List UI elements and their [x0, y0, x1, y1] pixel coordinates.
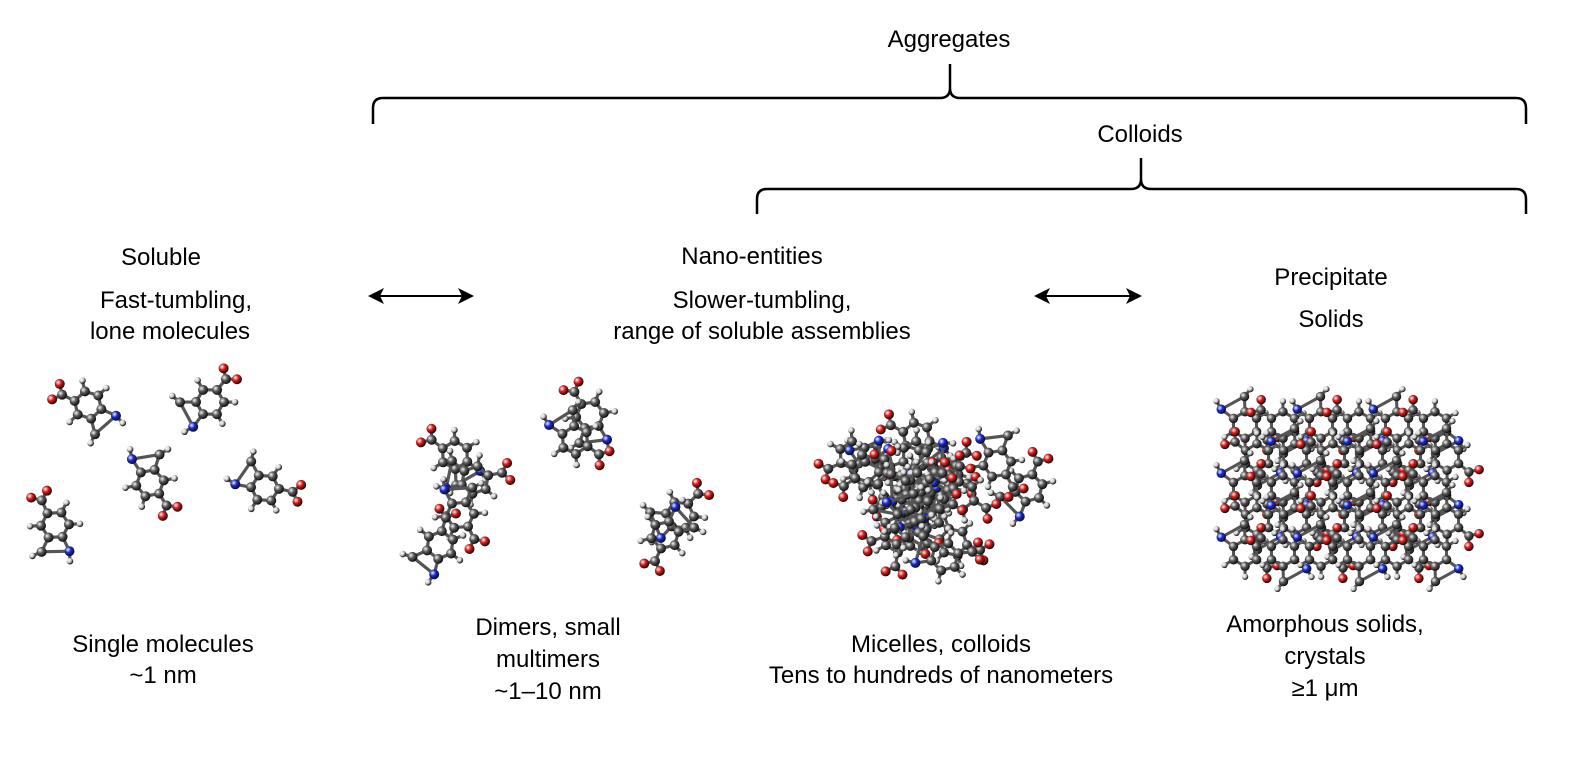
molecule-icon [122, 445, 183, 521]
solids-caption-line1: Amorphous solids, [1226, 611, 1424, 638]
molecule-icon [1246, 522, 1315, 593]
aggregates-bracket [371, 64, 1528, 124]
molecule-illustrations [26, 363, 1484, 593]
aggregates-label: Aggregates [887, 26, 1011, 53]
molecule-icon [969, 425, 1029, 502]
soluble-desc-line2: lone molecules [89, 318, 251, 345]
colloids-label: Colloids [1097, 121, 1183, 148]
molecule-icon [47, 377, 127, 447]
solids-caption-line2: crystals [1284, 643, 1366, 670]
molecule-icon [1398, 522, 1467, 593]
molecule-icon [540, 398, 615, 471]
molecule-icon [1415, 481, 1484, 552]
micelles-caption-line2: Tens to hundreds of nanometers [768, 662, 1114, 689]
dimers-caption-line2: multimers [495, 646, 601, 673]
nano-desc-line2: range of soluble assemblies [613, 318, 911, 345]
nano-title: Nano-entities [681, 243, 823, 270]
molecule-icon [879, 457, 958, 516]
molecule-icon [637, 496, 707, 576]
molecule-icon [1398, 394, 1467, 465]
equilibrium-arrow-icon [368, 288, 474, 304]
single-caption-line2: ~1 nm [129, 662, 197, 689]
molecule-icon [1213, 513, 1282, 584]
soluble-desc-line1: Fast-tumbling, [99, 287, 253, 314]
molecule-icon [558, 376, 619, 453]
molecule-icon [987, 446, 1057, 528]
solids-caption-line3: ≥1 μm [1291, 675, 1359, 702]
single-caption-line1: Single molecules [72, 631, 254, 658]
dimers-caption-line3: ~1–10 nm [494, 678, 602, 705]
soluble-title: Soluble [120, 244, 202, 271]
precipitate-title: Precipitate [1274, 264, 1388, 291]
molecule-icon [1289, 513, 1358, 584]
precipitate-desc: Solids [1298, 306, 1364, 333]
molecule-icon [223, 448, 307, 514]
molecule-icon [399, 503, 467, 586]
dimers-caption-line1: Dimers, small [475, 614, 621, 641]
molecule-icon [1365, 513, 1434, 584]
colloids-bracket [755, 158, 1528, 214]
molecule-icon [902, 522, 985, 585]
nano-desc-line1: Slower-tumbling, [672, 287, 852, 314]
molecule-icon [26, 485, 84, 565]
molecule-icon [168, 363, 242, 436]
equilibrium-arrow-icon [1034, 288, 1142, 304]
micelles-caption-line1: Micelles, colloids [850, 631, 1032, 658]
